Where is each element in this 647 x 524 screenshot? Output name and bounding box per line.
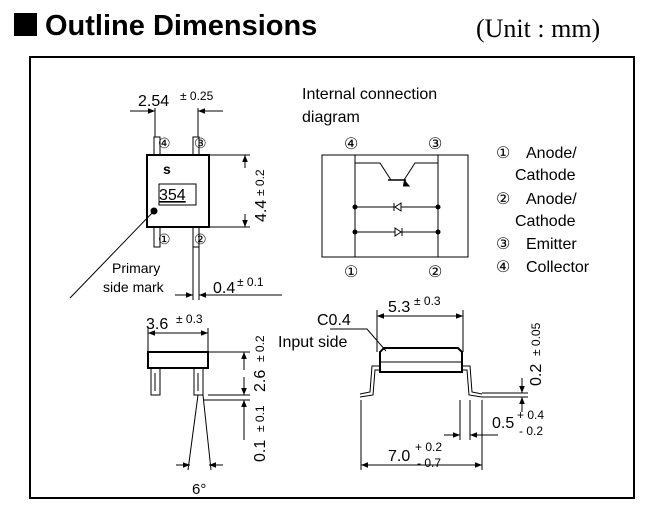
- legend-2-num: ②: [496, 191, 510, 208]
- lead-width-value: 0.4: [213, 280, 235, 297]
- end-width-value: 5.3: [388, 299, 410, 316]
- legend-3-line1: Emitter: [526, 236, 577, 253]
- foot-length-tol-minus: - 0.2: [519, 424, 543, 438]
- end-view: [330, 310, 528, 470]
- legend-4-line1: Collector: [526, 259, 590, 276]
- primary-label-2: side mark: [103, 279, 165, 295]
- connection-title-2: diagram: [302, 109, 360, 126]
- side-width-tol: ± 0.3: [176, 312, 203, 326]
- primary-mark-dot: [150, 207, 158, 215]
- top-width-tol: ± 0.25: [180, 89, 214, 103]
- conn-pin2-label: ②: [428, 264, 442, 281]
- unit-label: (Unit : mm): [476, 14, 601, 43]
- top-view: [69, 108, 282, 300]
- chamfer-label: C0.4: [317, 312, 351, 329]
- bullet-square-icon: [14, 13, 37, 36]
- lead-thickness-tol: ± 0.05: [529, 322, 543, 356]
- overall-width-tol-minus: - 0.7: [417, 456, 441, 470]
- legend-3-num: ③: [496, 236, 510, 253]
- section-heading: Outline Dimensions: [14, 10, 317, 43]
- side-height-value: 2.6: [252, 370, 269, 392]
- connection-title-1: Internal connection: [302, 86, 437, 103]
- end-width-tol: ± 0.3: [414, 294, 441, 308]
- lead-angle-value: 6°: [192, 481, 206, 498]
- top-pin1-label: ①: [158, 231, 171, 247]
- input-side-label: Input side: [278, 334, 347, 351]
- legend-1-line2: Cathode: [515, 167, 576, 184]
- legend-2-line1: Anode/: [526, 191, 577, 208]
- legend-1-line1: Anode/: [526, 145, 577, 162]
- part-code-mark: 354: [159, 187, 186, 204]
- lead-width-tol: ± 0.1: [237, 275, 264, 289]
- top-pin3-label: ③: [194, 135, 207, 151]
- pin-legend: ① Anode/ Cathode ② Anode/ Cathode ③ Emit…: [496, 145, 590, 276]
- side-width-value: 3.6: [146, 316, 168, 333]
- conn-pin4-label: ④: [344, 136, 358, 153]
- primary-label-1: Primary: [112, 260, 160, 276]
- foot-length-value: 0.5: [492, 415, 514, 432]
- heading-text: Outline Dimensions: [45, 10, 318, 42]
- top-width-value: 2.54: [138, 93, 169, 110]
- overall-width-value: 7.0: [388, 448, 410, 465]
- top-height-tol: ± 0.2: [253, 169, 267, 196]
- top-height-value: 4.4: [253, 200, 270, 222]
- drawing-frame: [29, 56, 635, 499]
- legend-4-num: ④: [496, 259, 510, 276]
- conn-pin3-label: ③: [428, 136, 442, 153]
- standoff-tol: ± 0.1: [253, 405, 267, 432]
- connection-diagram: [321, 154, 469, 258]
- side-view: [147, 328, 250, 471]
- side-height-tol: ± 0.2: [253, 335, 267, 362]
- standoff-value: 0.1: [252, 440, 269, 462]
- conn-pin1-label: ①: [344, 264, 358, 281]
- legend-1-num: ①: [496, 145, 510, 162]
- lead-thickness-value: 0.2: [528, 364, 545, 386]
- brand-mark: s: [163, 161, 171, 177]
- overall-width-tol-plus: + 0.2: [415, 440, 442, 454]
- top-pin4-label: ④: [158, 135, 171, 151]
- foot-length-tol-plus: + 0.4: [517, 408, 544, 422]
- top-pin2-label: ②: [194, 231, 207, 247]
- legend-2-line2: Cathode: [515, 213, 576, 230]
